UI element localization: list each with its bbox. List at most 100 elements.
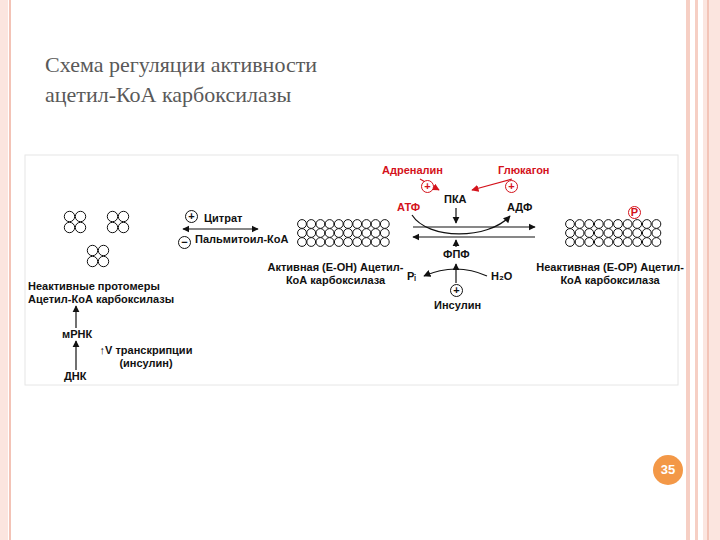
polymer-circle xyxy=(652,238,661,247)
activation-sign: + xyxy=(505,180,518,193)
activation-sign: + xyxy=(450,284,463,297)
polymer-circle xyxy=(652,220,661,229)
polymer-circle xyxy=(623,238,632,247)
enzyme-name: ПКА xyxy=(443,193,468,206)
polymer-circle xyxy=(307,220,316,229)
polymer-circle xyxy=(614,220,623,229)
polymer-circle xyxy=(362,220,371,229)
polymer-circle xyxy=(344,229,353,238)
polymer-circle xyxy=(371,238,380,247)
side-stripe xyxy=(695,0,698,540)
protomer-circle xyxy=(87,256,97,266)
polymer-circle xyxy=(575,220,584,229)
protomer-circle xyxy=(75,211,85,221)
polymer-circle xyxy=(594,229,603,238)
arrow-label: ↑V транскрипции (инсулин) xyxy=(86,344,206,370)
metabolite-name: Pᵢ xyxy=(406,270,417,283)
protomer-circle xyxy=(98,256,108,266)
polymer-circle xyxy=(325,238,334,247)
polymer-circle xyxy=(325,220,334,229)
protomer-circle xyxy=(118,211,128,221)
effector-name: Пальмитоил-КоА xyxy=(194,233,289,246)
polymer-circle xyxy=(316,220,325,229)
polymer-circle xyxy=(642,220,651,229)
enzyme-arrow xyxy=(455,240,456,247)
activation-sign: + xyxy=(185,210,198,223)
hormone-arrow xyxy=(455,264,456,283)
polymer-circle xyxy=(594,238,603,247)
polymer-circle xyxy=(604,220,613,229)
protomer-circle xyxy=(64,222,74,232)
reaction-arrow xyxy=(75,306,76,328)
cofactor-curve xyxy=(412,215,510,234)
node-label: мРНК xyxy=(62,328,92,341)
protomer-circle xyxy=(118,222,128,232)
protomer-circle xyxy=(107,211,117,221)
polymer-circle xyxy=(566,229,575,238)
reaction-arrow xyxy=(75,341,76,370)
metabolite-name: H₂O xyxy=(490,270,513,283)
polymer-circle xyxy=(585,220,594,229)
polymer-circle xyxy=(380,220,389,229)
protomer-circle xyxy=(87,245,97,255)
phosphate-mark: P xyxy=(628,206,641,219)
side-stripe xyxy=(686,0,690,540)
polymer-circle xyxy=(585,238,594,247)
polymer-circle xyxy=(316,238,325,247)
enzyme-name: ФПФ xyxy=(442,248,471,261)
protomer-circle xyxy=(98,245,108,255)
arrow-label: Цитрат xyxy=(203,212,243,225)
polymer-circle xyxy=(371,229,380,238)
polymer-circle xyxy=(307,238,316,247)
polymer-circle xyxy=(334,229,343,238)
slide-title: Схема регуляции активности ацетил-КоА ка… xyxy=(45,50,375,110)
side-stripe xyxy=(707,0,709,540)
polymer-circle xyxy=(371,220,380,229)
metabolite-name: АДФ xyxy=(506,201,533,214)
hormone-name: Адреналин xyxy=(381,164,444,177)
side-stripe xyxy=(703,0,720,540)
polymer-circle xyxy=(307,229,316,238)
polymer-circle xyxy=(362,238,371,247)
node-label: Неактивная (Е-ОР) Ацетил-КоА карбоксилаз… xyxy=(535,261,685,287)
hormone-name: Инсулин xyxy=(433,299,482,312)
polymer-circle xyxy=(334,220,343,229)
polymer-circle xyxy=(642,229,651,238)
hormone-name: Глюкагон xyxy=(497,164,551,177)
activation-sign: + xyxy=(421,180,434,193)
polymer-circle xyxy=(575,229,584,238)
enzyme-form: Неактивные протомеры Ацетил-КоА карбокси… xyxy=(28,205,183,306)
polymer-circle xyxy=(623,229,632,238)
polymer-circle xyxy=(353,220,362,229)
polymer-circle xyxy=(298,229,307,238)
page-number: 35 xyxy=(653,455,683,485)
enzyme-form: Неактивная (Е-ОР) Ацетил-КоА карбоксилаз… xyxy=(535,205,685,287)
polymer-circle xyxy=(325,229,334,238)
reaction-arrow xyxy=(413,226,535,227)
polymer-circle xyxy=(344,238,353,247)
side-stripe xyxy=(0,0,8,540)
reaction-arrow xyxy=(183,228,258,229)
polymer-circle xyxy=(614,229,623,238)
polymer-circle xyxy=(344,220,353,229)
polymer-circle xyxy=(633,238,642,247)
polymer-circle xyxy=(652,229,661,238)
polymer-circle xyxy=(380,229,389,238)
polymer-circle xyxy=(604,229,613,238)
node-label: Активная (Е-ОН) Ацетил-КоА карбоксилаза xyxy=(258,261,413,287)
metabolite-name: АТФ xyxy=(396,201,421,214)
polymer-circle xyxy=(594,220,603,229)
protomer-circle xyxy=(107,222,117,232)
nucleic-acid: ДНК xyxy=(64,370,87,383)
polymer-circle xyxy=(642,238,651,247)
nucleic-acid: мРНК xyxy=(62,328,92,341)
polymer-circle xyxy=(614,238,623,247)
polymer-circle xyxy=(353,229,362,238)
polymer-circle xyxy=(353,238,362,247)
polymer-circle xyxy=(585,229,594,238)
node-label: ДНК xyxy=(64,370,87,383)
polymer-circle xyxy=(380,238,389,247)
enzyme-arrow xyxy=(455,208,456,223)
side-stripe xyxy=(9,0,11,540)
